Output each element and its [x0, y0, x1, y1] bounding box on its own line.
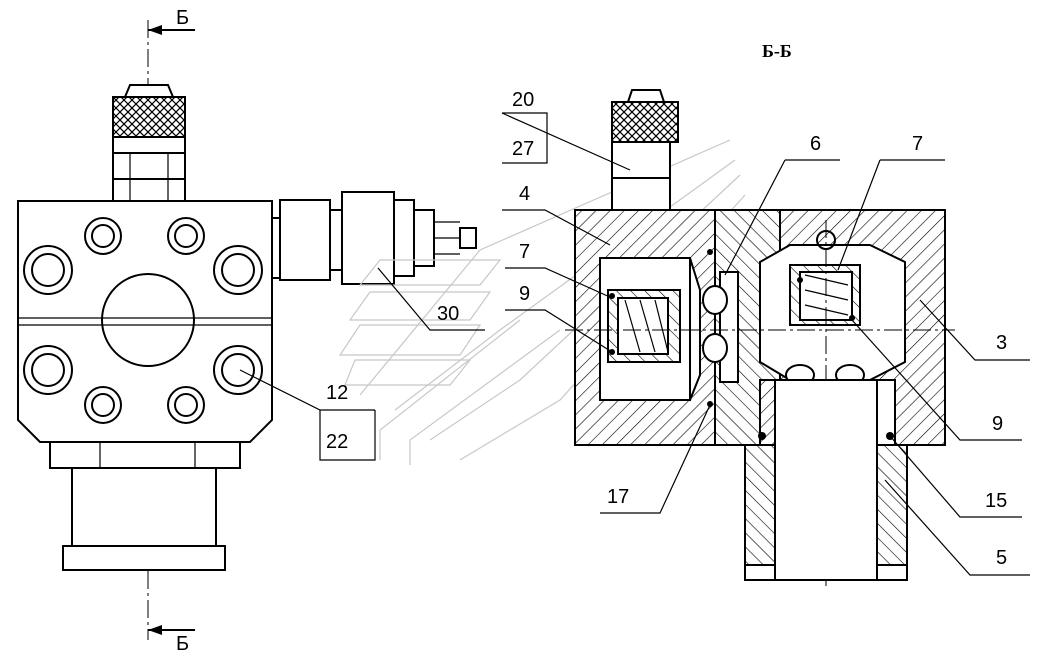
- callout-7-left: 7: [519, 241, 530, 263]
- callout-5: 5: [996, 547, 1007, 569]
- nut-front: [49, 441, 241, 469]
- callout-9-left: 9: [519, 283, 530, 305]
- callout-labels: 20 27 4 6 7 7 9 9 30 12 22 17 3 15 5: [326, 89, 1007, 569]
- callout-4: 4: [519, 183, 530, 205]
- callout-20: 20: [512, 89, 534, 111]
- side-sensor: [271, 191, 477, 285]
- section-mark-bottom: Б: [176, 633, 189, 655]
- valve-body-front: [17, 200, 273, 443]
- callout-9-right: 9: [992, 413, 1003, 435]
- bolt-large: [23, 245, 263, 395]
- callout-7-right: 7: [912, 133, 923, 155]
- section-mark-top: Б: [176, 7, 189, 29]
- pipe-front: [71, 467, 217, 547]
- leader-lines: [239, 112, 1030, 576]
- inner-valve-left: [599, 257, 691, 401]
- callout-6: 6: [810, 133, 821, 155]
- callout-22: 22: [326, 431, 348, 453]
- callout-27: 27: [512, 138, 534, 160]
- front-view: Б Б: [17, 7, 477, 655]
- top-fitting-front: [112, 84, 186, 202]
- section-arrow-bottom: Б: [148, 625, 195, 655]
- callout-15: 15: [985, 490, 1007, 512]
- callout-12: 12: [326, 382, 348, 404]
- callout-3: 3: [996, 332, 1007, 354]
- section-view: Б-Б: [565, 41, 955, 590]
- bolt-small: [84, 217, 205, 424]
- callout-17: 17: [607, 486, 629, 508]
- flange-front: [62, 545, 226, 571]
- section-title: Б-Б: [762, 41, 792, 61]
- section-arrow-top: Б: [148, 7, 195, 35]
- lower-fitting-5: [744, 379, 908, 581]
- callout-30: 30: [437, 303, 459, 325]
- inner-valve-right: [759, 230, 906, 386]
